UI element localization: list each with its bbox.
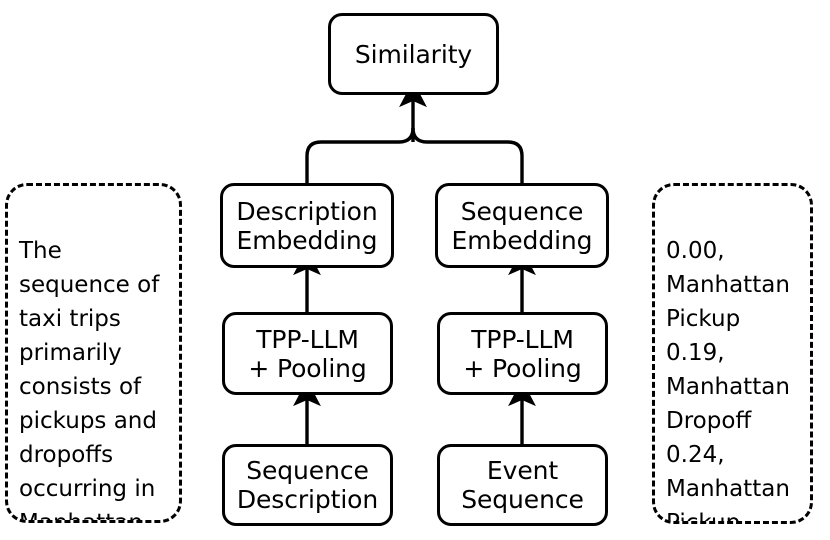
panel-event-sequence-data[interactable]: 0.00, Manhattan Pickup 0.19, Manhattan D… xyxy=(652,183,813,524)
node-sequence-embedding[interactable]: Sequence Embedding xyxy=(435,183,609,268)
event-sequence-text: 0.00, Manhattan Pickup 0.19, Manhattan D… xyxy=(666,238,790,524)
node-sequence-description[interactable]: Sequence Description xyxy=(222,444,393,526)
node-similarity[interactable]: Similarity xyxy=(328,13,499,95)
sequence-description-text: The sequence of taxi trips primarily con… xyxy=(19,238,160,523)
panel-sequence-description-text[interactable]: The sequence of taxi trips primarily con… xyxy=(5,183,182,523)
edge-merge-right-branch xyxy=(411,127,524,184)
node-event-sequence[interactable]: Event Sequence xyxy=(437,444,608,526)
node-description-embedding[interactable]: Description Embedding xyxy=(220,183,394,268)
node-tpp-llm-right[interactable]: TPP-LLM + Pooling xyxy=(437,312,608,395)
edge-merge-left-branch xyxy=(305,127,415,184)
node-tpp-llm-left[interactable]: TPP-LLM + Pooling xyxy=(222,312,393,395)
